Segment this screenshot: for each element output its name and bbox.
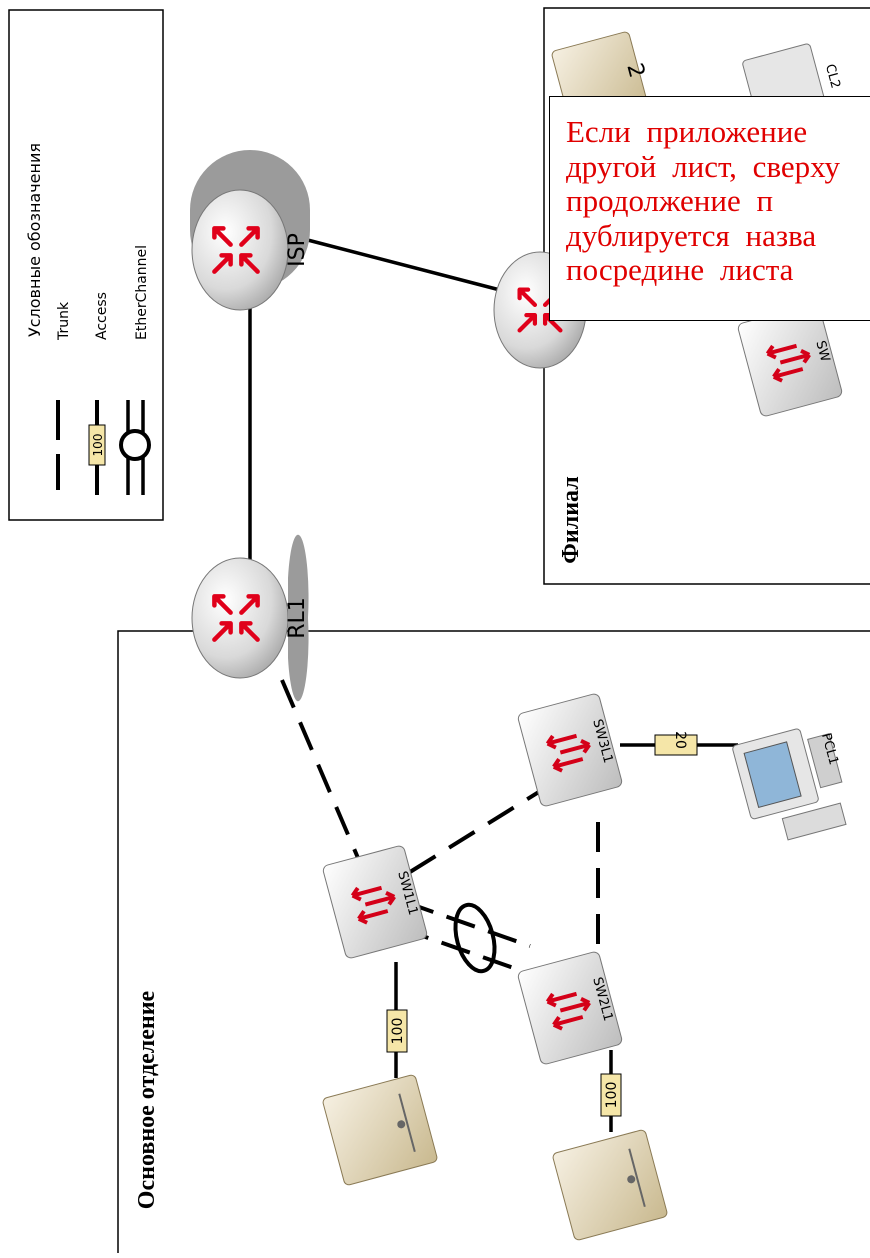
- link-sw1-sw3: [408, 783, 552, 874]
- etherchannel-ring: [453, 902, 497, 974]
- router-isp[interactable]: ISP: [190, 150, 310, 311]
- note-line-5: посредине листа: [566, 252, 794, 287]
- link-isp-branch: [299, 236, 501, 292]
- vlan-tag-server1-label: 100: [390, 1018, 406, 1045]
- main-zone-title: Основное отделение: [134, 990, 160, 1209]
- server-1[interactable]: [322, 1074, 438, 1186]
- router-isp-label: ISP: [285, 233, 310, 267]
- legend-etherchannel-label: EtherChannel: [134, 245, 150, 340]
- pc-branch-label: CL2: [822, 63, 843, 91]
- vlan-tag-server2: 100: [600, 1073, 622, 1117]
- legend-trunk-label: Trunk: [56, 301, 72, 341]
- switch-sw1[interactable]: SW1L1: [322, 845, 428, 959]
- main-zone: Основное отделение: [117, 630, 870, 1253]
- router-rl1-label: RL1: [285, 597, 310, 639]
- legend-title: Условные обозначения: [25, 143, 44, 337]
- vlan-tag-server1: 100: [386, 1009, 408, 1053]
- links: [248, 236, 738, 1132]
- server-branch-label: 2: [621, 61, 649, 81]
- note-line-2: другой лист, сверху: [566, 148, 840, 184]
- switch-sw2[interactable]: SW2L1: [517, 951, 623, 1065]
- pc-pcl1[interactable]: PCL1: [732, 720, 857, 848]
- note-line-3: продолжение п: [566, 183, 774, 218]
- link-rl1-sw1: [280, 679, 360, 859]
- legend: Условные обозначения Trunk 100 Access Et…: [8, 9, 164, 521]
- vlan-tag-pc1-label: 20: [672, 731, 688, 749]
- legend-access-label: Access: [94, 292, 110, 340]
- note-line-4: дублируется назва: [566, 217, 817, 253]
- legend-access-symbol: 100: [88, 400, 106, 495]
- ec-line-1: [404, 900, 531, 948]
- server-2[interactable]: [552, 1129, 668, 1241]
- legend-etherchannel-symbol: [119, 400, 151, 495]
- switch-sw3[interactable]: SW3L1: [517, 693, 623, 807]
- router-rl1[interactable]: RL1: [191, 534, 310, 702]
- note-line-1: Если приложение: [566, 114, 808, 149]
- legend-access-tag: 100: [91, 434, 105, 457]
- branch-zone-title: Филиал: [558, 476, 584, 563]
- switch-branch-label: SW: [812, 339, 832, 363]
- vlan-tag-server2-label: 100: [604, 1082, 620, 1109]
- vlan-tag-pc1: 20: [654, 731, 698, 756]
- annotation-note: Если приложение другой лист, сверху прод…: [549, 96, 870, 321]
